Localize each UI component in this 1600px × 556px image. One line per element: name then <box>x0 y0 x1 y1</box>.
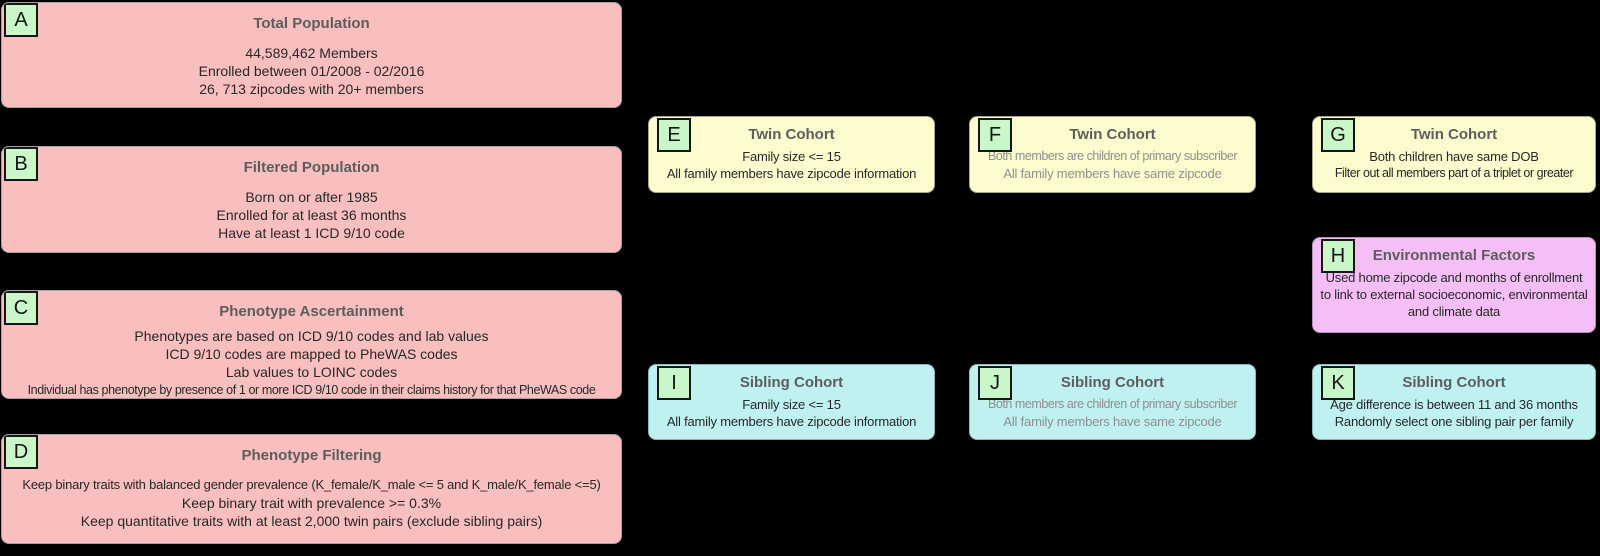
node-title: Phenotype Filtering <box>241 447 382 464</box>
node-text-line: Randomly select one sibling pair per fam… <box>1334 414 1574 429</box>
node-sibling-cohort-j: J Sibling Cohort Both members are childr… <box>969 364 1256 440</box>
node-title: Total Population <box>253 15 370 32</box>
node-body: Age difference is between 11 and 36 mont… <box>1313 396 1595 430</box>
node-text-line: All family members have same zipcode <box>1003 414 1222 429</box>
node-text-line: All family members have zipcode informat… <box>666 166 917 181</box>
node-text-line: Both members are children of primary sub… <box>987 149 1238 163</box>
node-text-line: Enrolled between 01/2008 - 02/2016 <box>198 63 425 79</box>
node-phenotype-filtering: D Phenotype Filtering Keep binary traits… <box>1 434 622 544</box>
node-text-line: Phenotypes are based on ICD 9/10 codes a… <box>134 328 489 344</box>
letter-badge-c: C <box>4 291 38 325</box>
node-body: Phenotypes are based on ICD 9/10 codes a… <box>2 327 621 398</box>
node-text-line: Enrolled for at least 36 months <box>216 207 407 223</box>
node-text-line: Both members are children of primary sub… <box>987 397 1238 411</box>
node-body: Keep binary traits with balanced gender … <box>2 476 621 530</box>
node-body: Family size <= 15 All family members hav… <box>649 148 934 182</box>
node-title: Environmental Factors <box>1372 247 1536 264</box>
node-twin-cohort-e: E Twin Cohort Family size <= 15 All fami… <box>648 116 935 193</box>
node-text-line: Have at least 1 ICD 9/10 code <box>218 225 405 241</box>
node-text-line: Family size <= 15 <box>742 149 841 164</box>
node-text-line: 26, 713 zipcodes with 20+ members <box>199 81 424 97</box>
node-text-line: ICD 9/10 codes are mapped to PheWAS code… <box>165 346 458 362</box>
node-title: Twin Cohort <box>1410 126 1498 143</box>
node-text-line: Individual has phenotype by presence of … <box>27 383 596 397</box>
node-sibling-cohort-k: K Sibling Cohort Age difference is betwe… <box>1312 364 1596 440</box>
letter-badge-a: A <box>4 3 38 37</box>
node-body: Both members are children of primary sub… <box>970 148 1255 182</box>
node-twin-cohort-f: F Twin Cohort Both members are children … <box>969 116 1256 193</box>
node-text-line: Lab values to LOINC codes <box>225 364 398 380</box>
node-text-line: Age difference is between 11 and 36 mont… <box>1330 397 1578 412</box>
node-text-line: All family members have same zipcode <box>1003 166 1222 181</box>
letter-badge-k: K <box>1321 366 1355 400</box>
node-text-line: Keep quantitative traits with at least 2… <box>80 513 543 529</box>
node-filtered-population: B Filtered Population Born on or after 1… <box>1 146 622 253</box>
node-text-line: Both children have same DOB <box>1369 149 1539 164</box>
node-title: Sibling Cohort <box>1060 374 1165 391</box>
letter-badge-h: H <box>1321 239 1355 273</box>
letter-badge-d: D <box>4 435 38 469</box>
letter-badge-f: F <box>978 118 1012 152</box>
node-title: Twin Cohort <box>1069 126 1156 143</box>
letter-badge-e: E <box>657 118 691 152</box>
node-text-line: Born on or after 1985 <box>245 189 378 205</box>
node-sibling-cohort-i: I Sibling Cohort Family size <= 15 All f… <box>648 364 935 440</box>
node-text-line: All family members have zipcode informat… <box>666 414 917 429</box>
node-text-line: Family size <= 15 <box>742 397 841 412</box>
node-title: Filtered Population <box>243 159 380 176</box>
node-body: Used home zipcode and months of enrollme… <box>1313 269 1595 320</box>
letter-badge-b: B <box>4 147 38 181</box>
node-text-line: Keep binary trait with prevalence >= 0.3… <box>181 495 442 511</box>
letter-badge-i: I <box>657 366 691 400</box>
node-body: Born on or after 1985 Enrolled for at le… <box>2 188 621 242</box>
node-body: Family size <= 15 All family members hav… <box>649 396 934 430</box>
letter-badge-j: J <box>978 366 1012 400</box>
node-text-line: Keep binary traits with balanced gender … <box>22 477 601 492</box>
node-twin-cohort-g: G Twin Cohort Both children have same DO… <box>1312 116 1596 193</box>
node-title: Sibling Cohort <box>739 374 844 391</box>
node-phenotype-ascertainment: C Phenotype Ascertainment Phenotypes are… <box>1 290 622 399</box>
node-total-population: A Total Population 44,589,462 Members En… <box>1 2 622 108</box>
node-environmental-factors: H Environmental Factors Used home zipcod… <box>1312 237 1596 333</box>
letter-badge-g: G <box>1321 118 1355 152</box>
node-body: Both members are children of primary sub… <box>970 396 1255 430</box>
node-text-line: Filter out all members part of a triplet… <box>1334 166 1574 180</box>
node-text-line: Used home zipcode and months of enrollme… <box>1320 270 1588 319</box>
node-text-line: 44,589,462 Members <box>245 45 378 61</box>
node-title: Sibling Cohort <box>1402 374 1506 391</box>
node-body: Both children have same DOB Filter out a… <box>1313 148 1595 182</box>
node-title: Phenotype Ascertainment <box>219 303 404 320</box>
node-title: Twin Cohort <box>748 126 835 143</box>
node-body: 44,589,462 Members Enrolled between 01/2… <box>2 44 621 98</box>
